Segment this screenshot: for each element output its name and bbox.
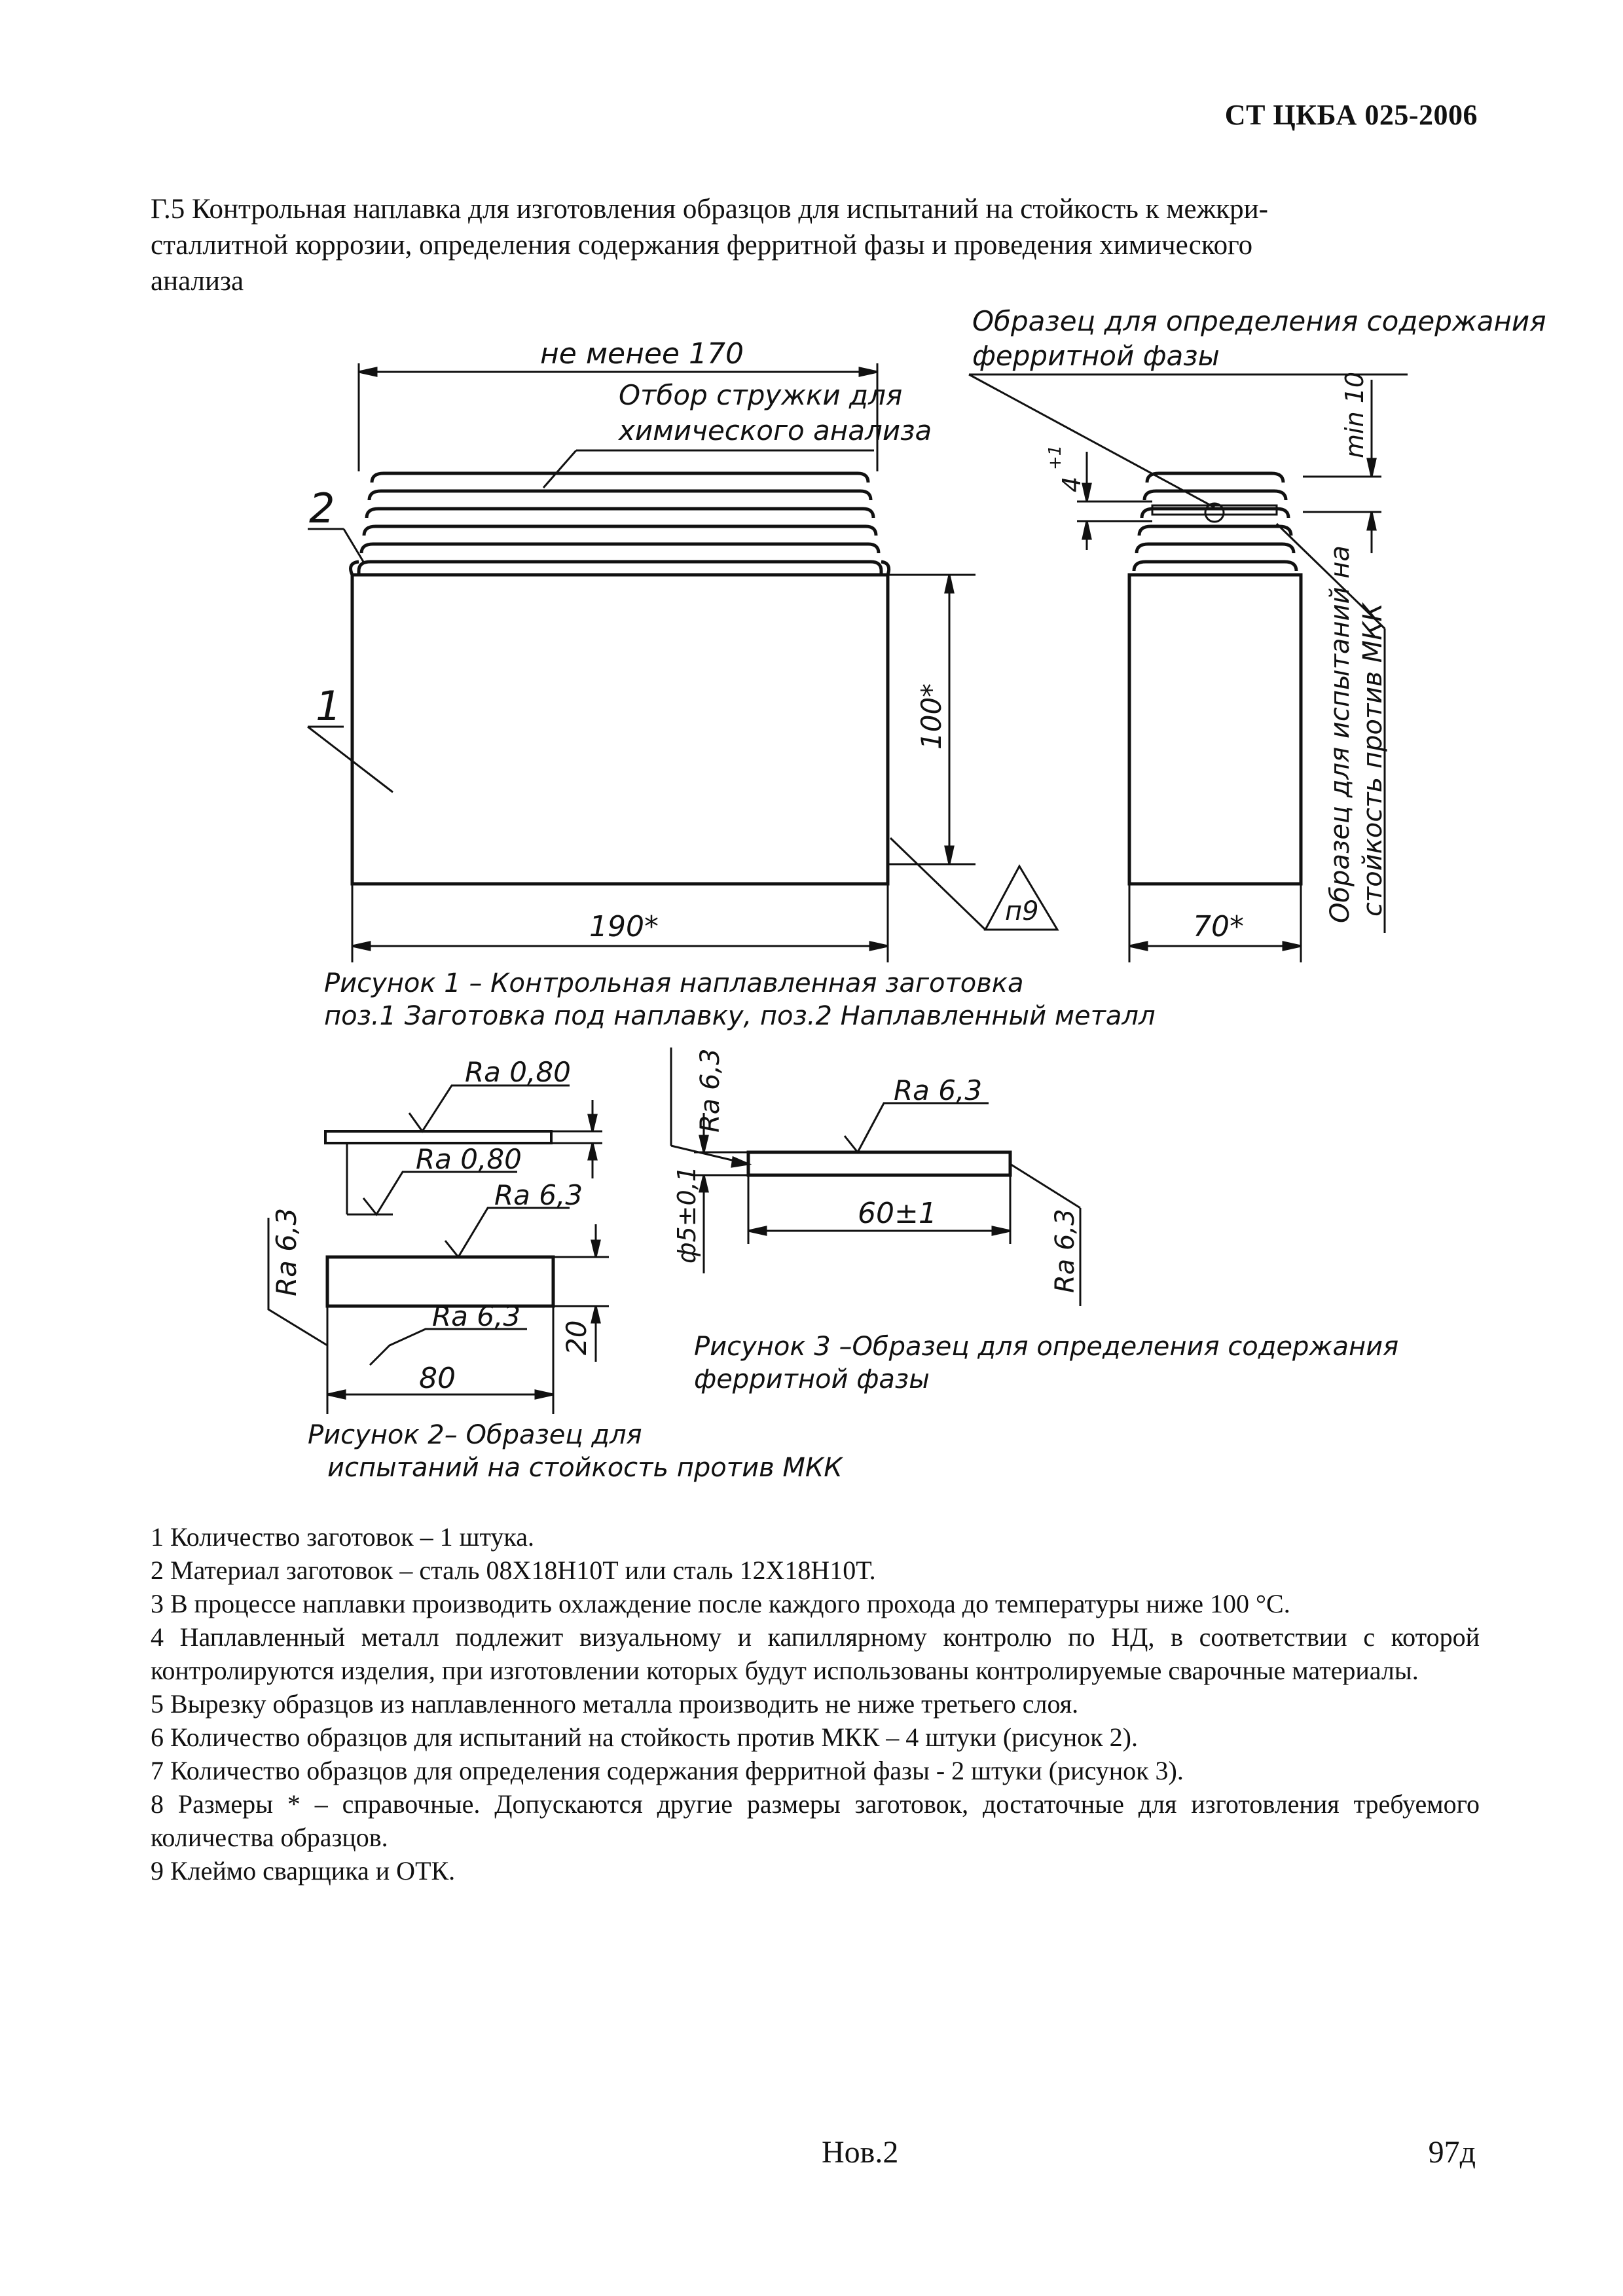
weld-symbol [983,864,1059,931]
note-item: 9 Клеймо сварщика и ОТК. [151,1856,456,1886]
ferrite-sample-slot [1151,504,1278,516]
intro-line: анализа [151,266,244,297]
thin-plate [324,1130,553,1144]
dim-length-60: 60±1 [858,1197,937,1230]
position-2-label: 2 [309,484,335,532]
note-item: 6 Количество образцов для испытаний на с… [151,1722,1138,1752]
ra-top-label: Ra 0,80 [465,1056,571,1088]
dim-height-20: 20 [560,1321,593,1355]
dim-height-100: 100* [915,683,947,750]
intro-line: Г.5 Контрольная наплавка для изготовлени… [151,194,1269,225]
chips-note-line2: химического анализа [617,414,932,446]
notes-list: 1 Количество заготовок – 1 штука. 2 Мате… [151,1520,1480,1887]
ra-upper-label: Ra 6,3 [494,1179,583,1211]
technical-drawing: не менее 170 Отбор стружки для химическо… [267,305,1546,1483]
position-1-label: 1 [316,682,341,730]
figure2-caption-line1: Рисунок 2– Образец для [308,1420,642,1450]
ra-top-label-fig3: Ra 6,3 [894,1074,982,1106]
ra-lower-label: Ra 6,3 [432,1300,520,1332]
dim-diameter: ф5±0,1 [672,1166,701,1264]
mkk-note-line2: стойкость против МКК [1358,602,1388,917]
page-number: 97д [1428,2135,1476,2170]
weld-layers [349,471,891,576]
dim-side-width-70: 70* [1193,910,1244,943]
ferrite-note-line1: Образец для определения содержания [972,305,1546,337]
ra-top-lower-label: Ra 0,80 [416,1143,522,1175]
dim-4-tolerance: +1 [1046,445,1065,470]
note-item: 1 Количество заготовок – 1 штука. [151,1522,535,1552]
note-item: 4 Наплавленный металл подлежит визуально… [151,1622,1480,1685]
figure3-caption-line1: Рисунок 3 –Образец для определения содер… [694,1332,1398,1362]
blank-block [350,573,890,886]
ferrite-note-line2: ферритной фазы [972,340,1220,372]
mkk-sample [325,1255,555,1308]
document-code: СТ ЦКБА 025-2006 [1224,99,1478,131]
intro-line: сталлитной коррозии, определения содержа… [151,230,1253,261]
note-item: 2 Материал заготовок – сталь 08Х18Н10Т и… [151,1556,876,1585]
dim-length-80: 80 [419,1362,456,1395]
mkk-note-line1: Образец для испытаний на [1325,545,1355,923]
chips-note-line1: Отбор стружки для [619,379,902,411]
dim-min-10: min 10 [1340,372,1369,458]
blank-side-view [1127,573,1303,886]
figure3-caption-line2: ферритной фазы [694,1364,930,1394]
note-item: 3 В процессе наплавки производить охлажд… [151,1589,1290,1618]
figure1-caption-line1: Рисунок 1 – Контрольная наплавленная заг… [324,968,1023,998]
dim-width-190: 190* [589,910,659,943]
dim-4: 4 [1057,477,1086,492]
ra-left-label: Ra 6,3 [270,1208,302,1296]
figure1-caption-line2: поз.1 Заготовка под наплавку, поз.2 Напл… [324,1001,1156,1031]
figure2-caption-line2: испытаний на стойкость против МКК [327,1453,843,1483]
ra-left-top-label: Ra 6,3 [695,1048,725,1133]
section-intro: Г.5 Контрольная наплавка для изготовлени… [151,191,1476,299]
weld-mark: п9 [1005,896,1039,926]
note-item: 7 Количество образцов для определения со… [151,1756,1184,1785]
dim-min-length: не менее 170 [540,337,744,371]
ra-right-label: Ra 6,3 [1050,1209,1080,1293]
revision-label: Нов.2 [822,2135,899,2170]
note-item: 5 Вырезку образцов из наплавленного мета… [151,1689,1079,1719]
note-item: 8 Размеры * – справочные. Допускаются др… [151,1789,1480,1852]
ferrite-sample [746,1150,1012,1177]
